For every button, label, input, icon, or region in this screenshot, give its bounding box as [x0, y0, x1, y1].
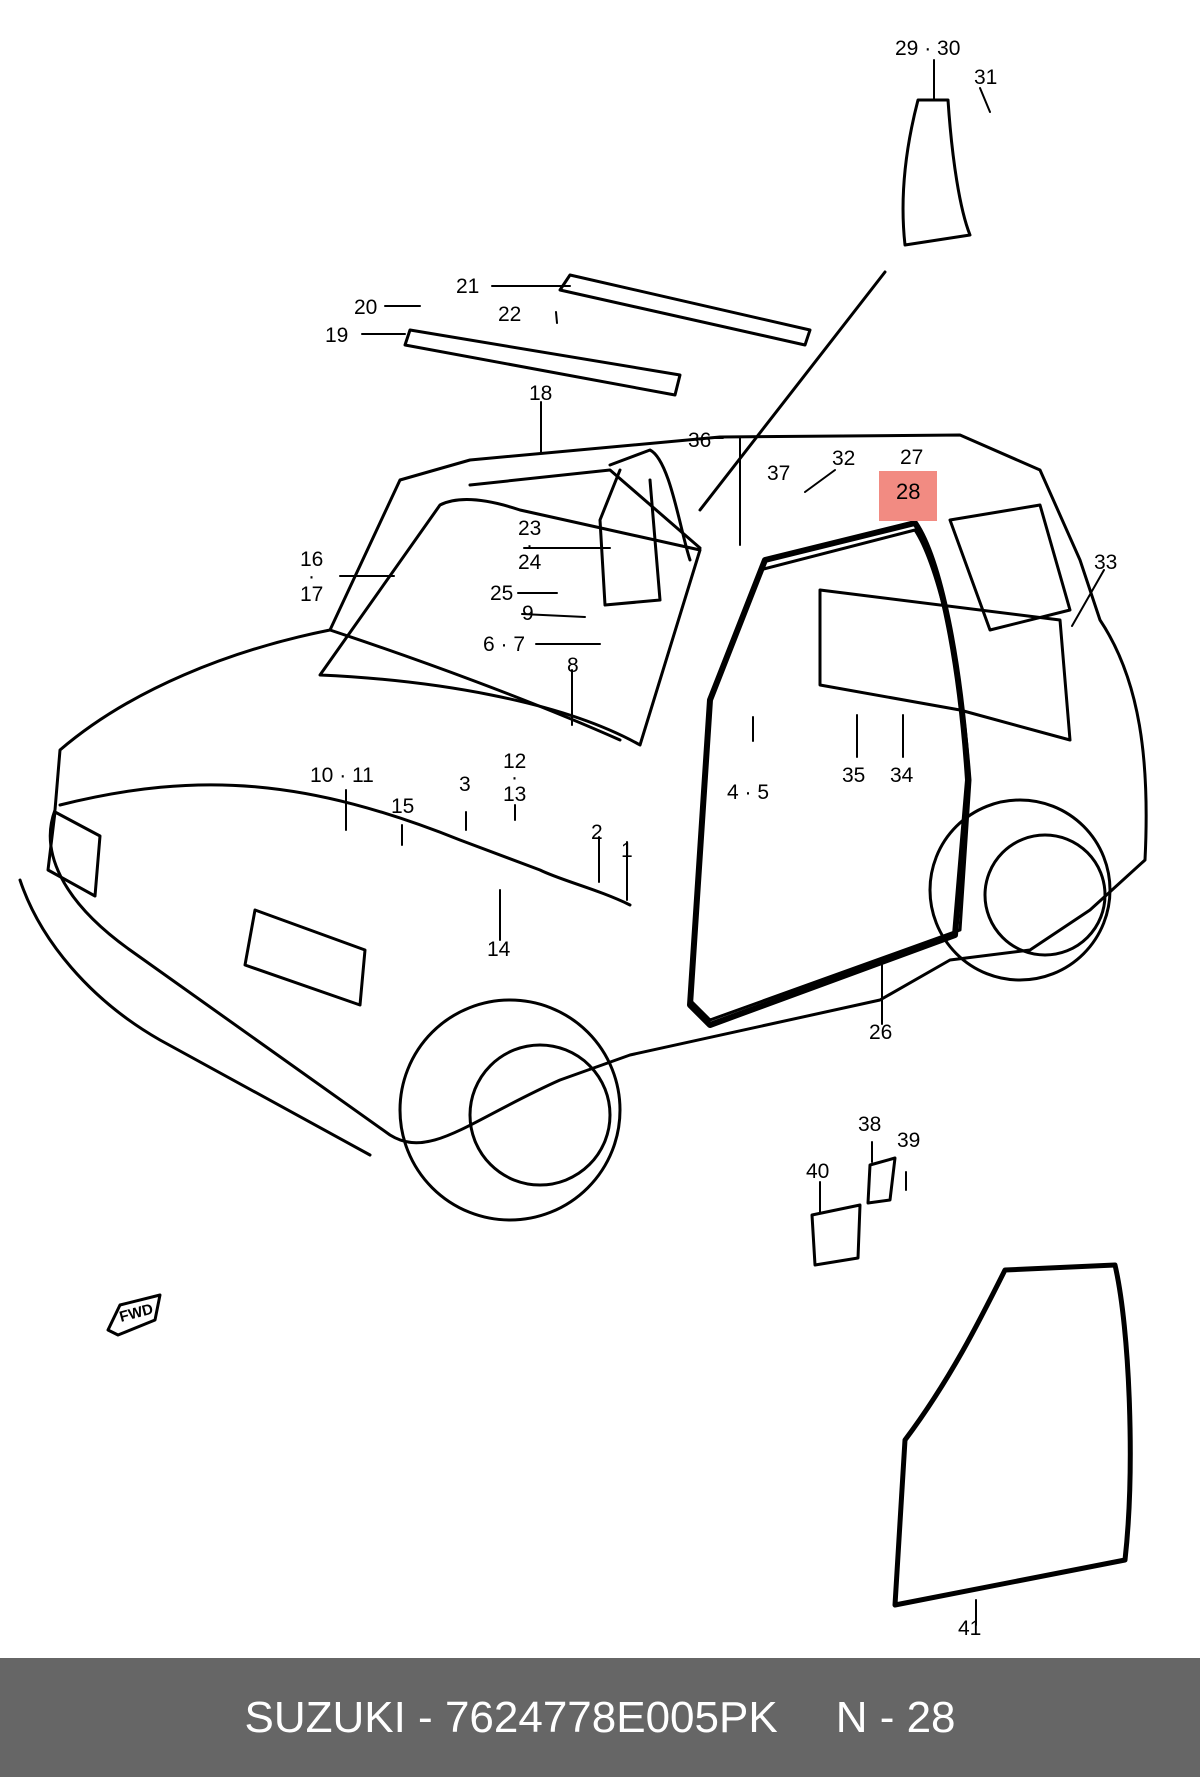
label-41: 41 [958, 1617, 981, 1640]
label-18: 18 [529, 382, 552, 405]
headlight-left [46, 810, 102, 898]
label-25: 25 [490, 582, 513, 605]
label-12-dot: · [511, 766, 518, 789]
headlight-right [243, 908, 367, 1007]
drawing-lines [18, 59, 1148, 1626]
door-seal-41 [892, 1262, 1133, 1608]
label-36: 36 [688, 429, 711, 452]
rear-window [948, 503, 1072, 632]
label-19: 19 [325, 324, 348, 347]
label-4-5: 4 · 5 [727, 781, 769, 804]
quarter-glass-29 [901, 98, 972, 247]
label-8: 8 [567, 654, 579, 677]
bumper [18, 878, 372, 1157]
label-16: 16 [300, 548, 323, 571]
long-strip [698, 270, 887, 512]
label-40: 40 [806, 1160, 829, 1183]
footer-brand: SUZUKI [244, 1692, 406, 1742]
label-39: 39 [897, 1129, 920, 1152]
rear-wheel-inner [983, 833, 1107, 957]
label-16-dot: · [308, 565, 315, 588]
label-9: 9 [522, 602, 534, 625]
label-31: 31 [974, 66, 997, 89]
label-1: 1 [621, 839, 633, 862]
hood-top [328, 628, 622, 742]
weatherstrip-28 [687, 520, 971, 1028]
label-27: 27 [900, 446, 923, 469]
roof-rail-21 [558, 273, 812, 347]
label-21: 21 [456, 275, 479, 298]
label-12: 12 [503, 750, 526, 773]
diagram-svg: 29 · 30 31 21 20 22 19 18 36 37 32 27 28… [18, 37, 1148, 1640]
a-pillar [468, 468, 702, 550]
roll-bar [598, 448, 692, 607]
footer-bar: SUZUKI - 7624778E005PK N - 28 [0, 1658, 1200, 1777]
label-6-7: 6 · 7 [483, 633, 525, 656]
label-22: 22 [498, 303, 521, 326]
front-wheel-inner [468, 1043, 612, 1187]
label-13: 13 [503, 783, 526, 806]
label-24: 24 [518, 551, 542, 574]
label-38: 38 [858, 1113, 881, 1136]
label-28: 28 [896, 479, 920, 504]
footer-dash: - [405, 1692, 445, 1742]
label-37: 37 [767, 462, 790, 485]
label-3: 3 [459, 773, 471, 796]
rear-wheel [928, 798, 1112, 982]
parts-diagram: 29 · 30 31 21 20 22 19 18 36 37 32 27 28… [18, 37, 1148, 1640]
label-32: 32 [832, 447, 855, 470]
label-10-11: 10 · 11 [310, 764, 374, 787]
rear-side-panel [818, 588, 1072, 742]
leaders [339, 59, 1105, 1626]
windshield [318, 498, 702, 747]
label-33: 33 [1094, 551, 1117, 574]
part-labels: 29 · 30 31 21 20 22 19 18 36 37 32 27 28… [118, 37, 1118, 1640]
label-35: 35 [842, 764, 865, 787]
part-38-body [866, 1156, 897, 1205]
roof-rail-19 [403, 328, 682, 397]
label-15: 15 [391, 795, 414, 818]
footer-diagram-ref: N - 28 [835, 1692, 956, 1742]
highlight-box [879, 471, 937, 521]
label-2: 2 [591, 821, 603, 844]
fwd-arrow [106, 1293, 162, 1337]
hood-line [58, 783, 632, 907]
car-body-outline [48, 433, 1148, 1145]
label-34: 34 [890, 764, 914, 787]
footer-part-number: 7624778E005PK [444, 1692, 778, 1742]
label-23: 23 [518, 517, 541, 540]
part-40-body [810, 1203, 862, 1267]
label-20: 20 [354, 296, 377, 319]
label-17: 17 [300, 583, 323, 606]
label-29-30: 29 · 30 [895, 37, 960, 60]
front-wheel [398, 998, 622, 1222]
label-23-dot: · [526, 534, 533, 557]
label-26: 26 [869, 1021, 892, 1044]
label-14: 14 [487, 938, 511, 961]
